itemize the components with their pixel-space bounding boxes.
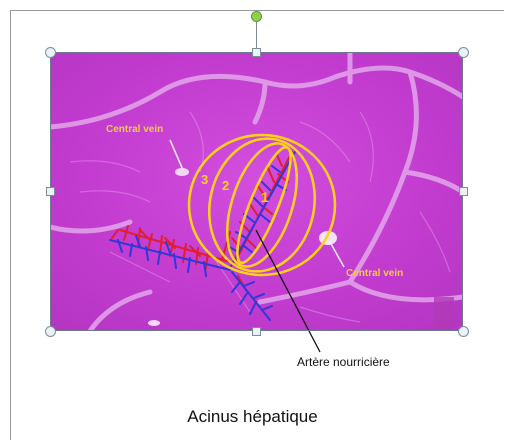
rotate-handle[interactable] <box>251 11 262 22</box>
central-vein-label-right: Central vein <box>346 268 403 279</box>
resize-handle-bottom[interactable] <box>252 327 261 336</box>
zone-1-label: 1 <box>261 189 269 205</box>
rotation-stem <box>256 22 257 48</box>
resize-handle-bottom-right[interactable] <box>458 326 469 337</box>
resize-handle-bottom-left[interactable] <box>45 326 56 337</box>
central-vein-label-top: Central vein <box>106 124 163 135</box>
resize-handle-top-left[interactable] <box>45 47 56 58</box>
resize-handle-right[interactable] <box>459 187 468 196</box>
artery-pointer-line <box>256 230 320 352</box>
artery-annotation-label: Artère nourricière <box>297 355 390 369</box>
zone-2-label: 2 <box>222 178 229 193</box>
resize-handle-top[interactable] <box>252 48 261 57</box>
resize-handle-left[interactable] <box>46 187 55 196</box>
zone-3-label: 3 <box>201 172 208 187</box>
resize-handle-top-right[interactable] <box>458 47 469 58</box>
slide-caption: Acinus hépatique <box>0 407 505 427</box>
